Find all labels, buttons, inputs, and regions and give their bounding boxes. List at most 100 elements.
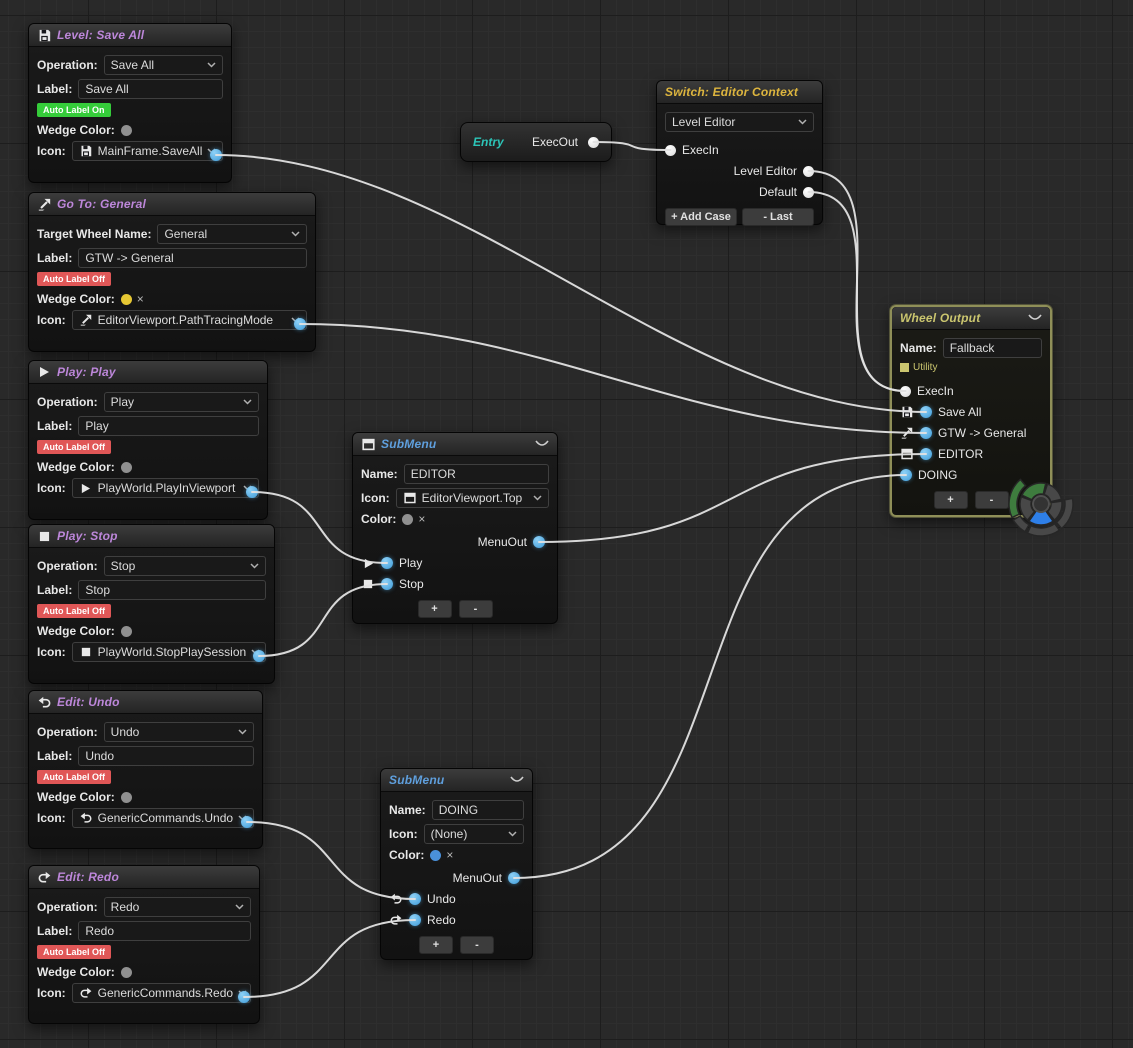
utility-tag: Utility <box>900 362 1042 373</box>
icon-dropdown[interactable]: GenericCommands.Redo <box>71 983 251 1003</box>
operation-value: Undo <box>110 725 140 739</box>
node-title-bar[interactable]: Switch: Editor Context <box>657 81 822 104</box>
operation-dropdown[interactable]: Save All <box>103 55 223 75</box>
clear-color-icon[interactable]: × <box>446 848 454 862</box>
wedge-color-label: Wedge Color: <box>37 123 115 137</box>
icon-dropdown[interactable]: (None) <box>423 824 524 844</box>
execout-pin[interactable] <box>588 136 599 148</box>
wedge-color-swatch[interactable] <box>120 293 132 305</box>
icon-dropdown[interactable]: PlayWorld.StopPlaySession <box>71 642 266 662</box>
operation-dropdown[interactable]: Undo <box>103 722 254 742</box>
wedge-color-swatch[interactable] <box>120 966 132 978</box>
output-pin[interactable] <box>241 816 253 828</box>
case-default-pin[interactable] <box>803 186 814 198</box>
remove-item-button[interactable]: - <box>460 936 494 954</box>
save-all-input-pin[interactable] <box>920 406 932 418</box>
execin-pin[interactable] <box>665 144 676 156</box>
context-dropdown[interactable]: Level Editor <box>665 112 814 132</box>
operation-dropdown[interactable]: Play <box>103 392 259 412</box>
stop-input-label: Stop <box>399 577 424 591</box>
node-play-stop[interactable]: Play: Stop Operation: Stop Label: Stop A… <box>28 524 275 684</box>
add-item-button[interactable]: + <box>933 491 968 509</box>
add-case-button[interactable]: + Add Case <box>665 208 737 226</box>
gtw-input-pin[interactable] <box>920 427 932 439</box>
icon-dropdown[interactable]: MainFrame.SaveAll <box>71 141 223 161</box>
operation-value: Stop <box>110 559 136 573</box>
collapse-chevron-icon[interactable] <box>535 437 549 451</box>
collapse-chevron-icon[interactable] <box>510 773 524 787</box>
node-go-to-general[interactable]: Go To: General Target Wheel Name: Genera… <box>28 192 316 352</box>
menuout-pin[interactable] <box>533 536 545 548</box>
icon-dropdown[interactable]: PlayWorld.PlayInViewport <box>71 478 259 498</box>
node-title-bar[interactable]: Edit: Redo <box>29 866 259 889</box>
remove-item-button[interactable]: - <box>974 491 1009 509</box>
play-input-pin[interactable] <box>381 557 393 569</box>
label-input[interactable]: Save All <box>78 79 223 99</box>
node-title-bar[interactable]: Go To: General <box>29 193 315 216</box>
node-title-bar[interactable]: SubMenu <box>353 433 557 456</box>
label-value: Save All <box>85 82 129 96</box>
execin-pin[interactable] <box>900 385 911 397</box>
icon-dropdown[interactable]: EditorViewport.PathTracingMode <box>71 310 307 330</box>
output-pin[interactable] <box>246 486 258 498</box>
node-title-bar[interactable]: SubMenu <box>381 769 532 792</box>
wedge-color-swatch[interactable] <box>120 461 132 473</box>
wedge-color-swatch[interactable] <box>120 625 132 637</box>
redo-input-pin[interactable] <box>409 914 421 926</box>
operation-dropdown[interactable]: Stop <box>103 556 266 576</box>
doing-input-pin[interactable] <box>900 469 912 481</box>
goto-arrow-icon <box>79 314 93 326</box>
editor-input-pin[interactable] <box>920 448 932 460</box>
node-title-bar[interactable]: Play: Play <box>29 361 267 384</box>
clear-color-icon[interactable]: × <box>418 512 426 526</box>
node-switch-editor-context[interactable]: Switch: Editor Context Level Editor Exec… <box>656 80 823 226</box>
save-icon <box>900 406 914 418</box>
label-input[interactable]: Redo <box>78 921 251 941</box>
collapse-chevron-icon[interactable] <box>1028 311 1042 325</box>
add-item-button[interactable]: + <box>417 600 452 618</box>
icon-dropdown[interactable]: EditorViewport.Top <box>395 488 549 508</box>
node-level-save-all[interactable]: Level: Save All Operation: Save All Labe… <box>28 23 232 183</box>
color-label: Color: <box>389 848 425 862</box>
node-submenu-editor[interactable]: SubMenu Name: EDITOR Icon: EditorViewpor… <box>352 432 558 624</box>
node-edit-undo[interactable]: Edit: Undo Operation: Undo Label: Undo A… <box>28 690 263 849</box>
label-input[interactable]: Play <box>78 416 259 436</box>
case-level-editor-pin[interactable] <box>803 165 814 177</box>
node-play-play[interactable]: Play: Play Operation: Play Label: Play A… <box>28 360 268 520</box>
operation-dropdown[interactable]: Redo <box>103 897 251 917</box>
node-body: Operation: Save All Label: Save All Auto… <box>29 47 231 167</box>
label-input[interactable]: GTW -> General <box>78 248 307 268</box>
wedge-color-swatch[interactable] <box>120 124 132 136</box>
color-swatch[interactable] <box>402 513 414 525</box>
output-pin[interactable] <box>238 991 250 1003</box>
remove-last-button[interactable]: - Last <box>742 208 814 226</box>
node-entry[interactable]: Entry ExecOut <box>460 122 612 162</box>
node-title-bar[interactable]: Level: Save All <box>29 24 231 47</box>
remove-item-button[interactable]: - <box>458 600 493 618</box>
output-pin[interactable] <box>294 318 306 330</box>
name-input[interactable]: DOING <box>431 800 524 820</box>
color-swatch[interactable] <box>430 849 442 861</box>
output-pin[interactable] <box>253 650 265 662</box>
add-item-button[interactable]: + <box>419 936 453 954</box>
node-title-bar[interactable]: Play: Stop <box>29 525 274 548</box>
label-input[interactable]: Stop <box>78 580 266 600</box>
target-wheel-dropdown[interactable]: General <box>157 224 307 244</box>
node-title-bar[interactable]: Wheel Output <box>892 307 1050 330</box>
icon-dropdown[interactable]: GenericCommands.Undo <box>71 808 254 828</box>
name-input[interactable]: EDITOR <box>403 464 549 484</box>
label-input[interactable]: Undo <box>78 746 254 766</box>
name-input[interactable]: Fallback <box>942 338 1042 358</box>
node-edit-redo[interactable]: Edit: Redo Operation: Redo Label: Redo A… <box>28 865 260 1024</box>
node-submenu-doing[interactable]: SubMenu Name: DOING Icon: (None) Color: … <box>380 768 533 960</box>
output-pin[interactable] <box>210 149 222 161</box>
menuout-pin[interactable] <box>508 872 520 884</box>
undo-input-pin[interactable] <box>409 893 421 905</box>
clear-color-icon[interactable]: × <box>136 292 144 306</box>
node-body: Operation: Play Label: Play Auto Label O… <box>29 384 267 504</box>
chevron-down-icon <box>238 729 247 735</box>
node-title-bar[interactable]: Edit: Undo <box>29 691 262 714</box>
wedge-color-swatch[interactable] <box>120 791 132 803</box>
stop-input-pin[interactable] <box>381 578 393 590</box>
